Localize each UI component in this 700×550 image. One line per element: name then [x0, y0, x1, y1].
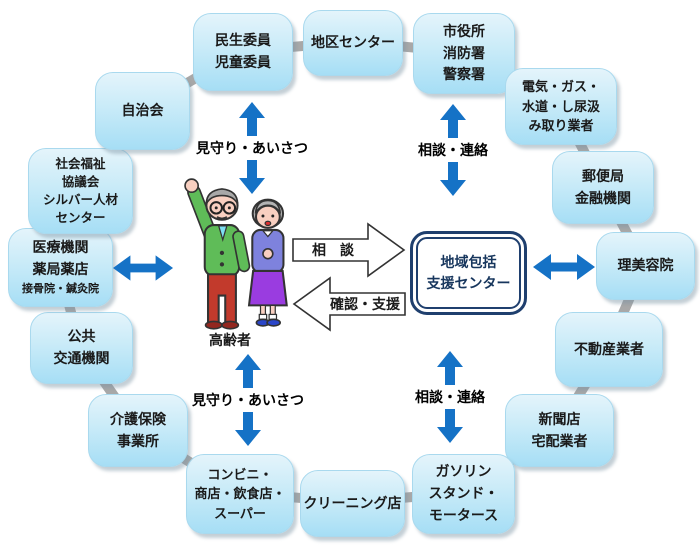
node-ribiyoin: 理美容院 — [596, 232, 695, 300]
confirm-support-arrow: 確認・支援 — [292, 276, 406, 332]
confirm-support-arrow-label: 確認・支援 — [330, 296, 400, 312]
node-shiyakusho: 市役所 消防署 警察署 — [413, 13, 515, 94]
node-denki-gas: 電気・ガス・ 水道・し尿汲 み取り業者 — [505, 68, 617, 145]
node-cleaning: クリーニング店 — [300, 470, 405, 537]
flow-label: 見守り・あいさつ — [192, 392, 304, 408]
left-double-arrow-icon — [112, 255, 174, 281]
node-chiku-center: 地区センター — [303, 10, 403, 76]
flow-top-left: 見守り・あいさつ — [192, 102, 312, 194]
flow-label: 相談・連絡 — [415, 389, 485, 405]
node-yubinkyoku: 郵便局 金融機関 — [552, 151, 654, 224]
arrow-up-icon — [235, 354, 261, 388]
node-iryo-kikan: 医療機関 薬局薬店 接骨院・鍼灸院 — [8, 228, 113, 307]
node-conbini: コンビニ・ 商店・飲食店・ スーパー — [186, 454, 294, 534]
consult-arrow-label: 相 談 — [312, 242, 354, 258]
elderly-couple-illustration — [184, 178, 288, 330]
arrow-down-icon — [235, 412, 261, 446]
flow-top-right: 相談・連絡 — [393, 104, 513, 196]
node-jichikai: 自治会 — [95, 72, 190, 150]
node-gasoline-stand: ガソリン スタンド・ モータース — [412, 454, 515, 534]
support-center-box: 地域包括 支援センター — [410, 231, 527, 315]
arrow-up-icon — [437, 351, 463, 385]
support-center-box-inner: 地域包括 支援センター — [416, 237, 521, 309]
node-shakai-fukushi: 社会福祉 協議会 シルバー人材 センター — [28, 148, 133, 234]
flow-bottom-left: 見守り・あいさつ — [188, 354, 308, 446]
right-block-arrow-icon — [292, 222, 406, 278]
support-center-line2: 支援センター — [426, 275, 511, 291]
flow-bottom-right: 相談・連絡 — [390, 351, 510, 443]
arrow-down-icon — [239, 160, 265, 194]
arrow-up-icon — [239, 102, 265, 136]
left-block-arrow-icon — [292, 276, 406, 332]
support-center-line1: 地域包括 — [440, 254, 497, 270]
flow-label: 相談・連絡 — [418, 142, 488, 158]
node-fudosan: 不動産業者 — [555, 312, 663, 387]
arrow-down-icon — [437, 409, 463, 443]
node-minsei-jido: 民生委員 児童委員 — [193, 13, 293, 91]
node-shinbun: 新聞店 宅配業者 — [505, 394, 614, 467]
node-kokyo-kotsu: 公共 交通機関 — [30, 312, 133, 384]
consult-arrow: 相 談 — [292, 222, 406, 278]
right-double-arrow-icon — [533, 254, 595, 280]
node-kaigo-hoken: 介護保険 事業所 — [88, 394, 188, 467]
flow-label: 見守り・あいさつ — [196, 140, 308, 156]
elderly-label: 高齢者 — [209, 332, 251, 348]
arrow-down-icon — [440, 162, 466, 196]
arrow-up-icon — [440, 104, 466, 138]
